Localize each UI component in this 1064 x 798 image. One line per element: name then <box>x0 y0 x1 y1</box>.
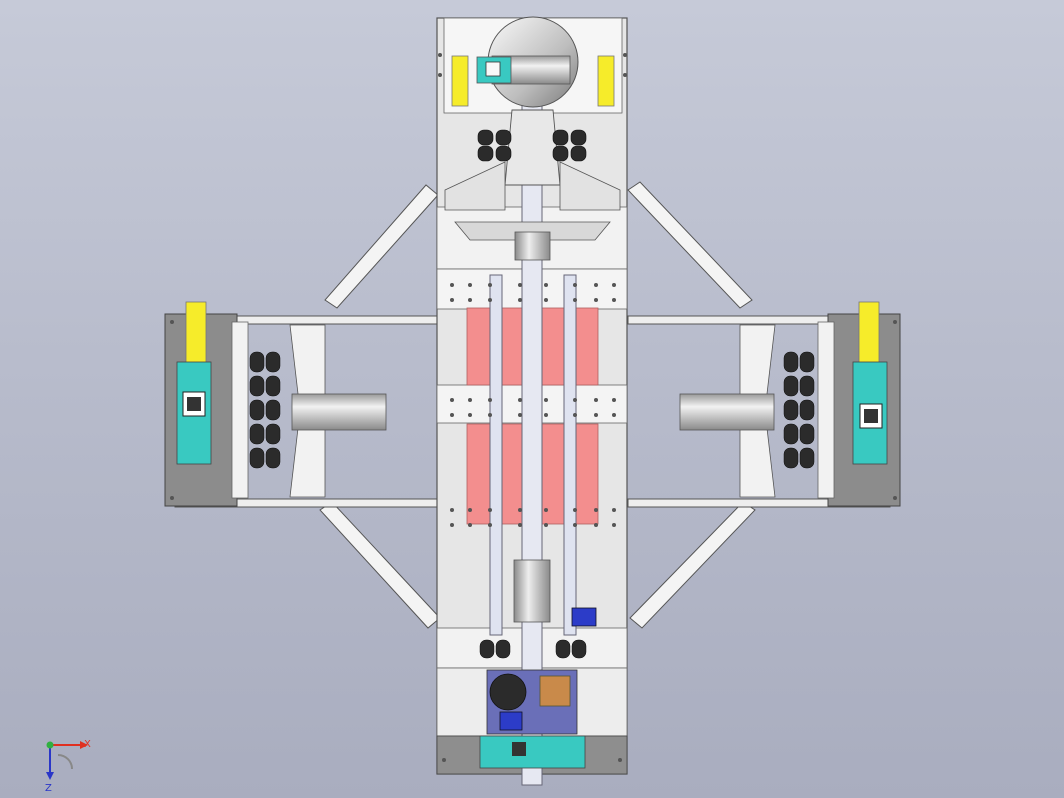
mounting-hole <box>623 73 627 77</box>
mounting-hole <box>468 398 472 402</box>
mounting-hole <box>544 298 548 302</box>
mounting-hole <box>594 508 598 512</box>
mounting-hole <box>438 53 442 57</box>
mounting-hole <box>170 496 174 500</box>
z-axis-label: Z <box>45 783 52 794</box>
mounting-hole <box>518 283 522 287</box>
battery-disc <box>489 673 527 711</box>
mounting-hole <box>612 523 616 527</box>
yellow-column-right <box>597 55 615 107</box>
mounting-hole <box>618 758 622 762</box>
mounting-hole <box>488 508 492 512</box>
mounting-hole <box>893 496 897 500</box>
mounting-hole <box>468 283 472 287</box>
mounting-hole <box>468 298 472 302</box>
mounting-hole <box>450 283 454 287</box>
mounting-hole <box>468 523 472 527</box>
mounting-hole <box>612 398 616 402</box>
mounting-hole <box>573 298 577 302</box>
mounting-hole <box>594 413 598 417</box>
mounting-holes <box>170 53 897 762</box>
mounting-hole <box>450 508 454 512</box>
mounting-hole <box>518 523 522 527</box>
mounting-hole <box>573 508 577 512</box>
axis-triad: X Z <box>45 739 91 794</box>
mounting-hole <box>594 283 598 287</box>
rear-controller-board <box>479 735 586 769</box>
mounting-hole <box>488 523 492 527</box>
left-yellow-post <box>185 301 207 367</box>
brace-bottom-left <box>319 501 441 629</box>
brace-bottom-right <box>629 501 756 629</box>
blue-servo <box>571 607 597 627</box>
mounting-hole <box>438 73 442 77</box>
mounting-hole <box>488 298 492 302</box>
mounting-hole <box>468 413 472 417</box>
mounting-hole <box>612 283 616 287</box>
right-yellow-post <box>858 301 880 367</box>
mounting-hole <box>518 398 522 402</box>
mounting-hole <box>573 413 577 417</box>
right-wheel-module <box>679 301 901 507</box>
mounting-hole <box>488 283 492 287</box>
mounting-hole <box>573 523 577 527</box>
mounting-hole <box>544 508 548 512</box>
mounting-hole <box>468 508 472 512</box>
yellow-column-left <box>451 55 469 107</box>
mounting-hole <box>170 320 174 324</box>
front-rollers <box>477 129 587 162</box>
mounting-hole <box>544 413 548 417</box>
mounting-hole <box>612 508 616 512</box>
left-motor-cylinder <box>291 393 387 431</box>
mounting-hole <box>544 523 548 527</box>
mounting-hole <box>518 298 522 302</box>
rear-mechanism <box>479 559 597 769</box>
mounting-hole <box>450 298 454 302</box>
mounting-hole <box>573 398 577 402</box>
mounting-hole <box>573 283 577 287</box>
x-axis-label: X <box>84 739 91 750</box>
mounting-hole <box>544 283 548 287</box>
brace-top-right <box>627 181 753 309</box>
brace-top-left <box>324 184 439 309</box>
mounting-hole <box>518 413 522 417</box>
mounting-hole <box>612 413 616 417</box>
mounting-hole <box>544 398 548 402</box>
mounting-hole <box>450 523 454 527</box>
mounting-hole <box>488 398 492 402</box>
front-mechanism <box>444 16 621 261</box>
mounting-hole <box>893 320 897 324</box>
mounting-hole <box>450 398 454 402</box>
mounting-hole <box>518 508 522 512</box>
right-motor-cylinder <box>679 393 775 431</box>
left-wheel-module <box>164 301 387 507</box>
mounting-hole <box>488 413 492 417</box>
mounting-hole <box>594 398 598 402</box>
mounting-hole <box>594 298 598 302</box>
mounting-hole <box>623 53 627 57</box>
mounting-hole <box>594 523 598 527</box>
mounting-hole <box>442 758 446 762</box>
v-arm <box>504 109 561 186</box>
mounting-hole <box>450 413 454 417</box>
mounting-hole <box>612 298 616 302</box>
